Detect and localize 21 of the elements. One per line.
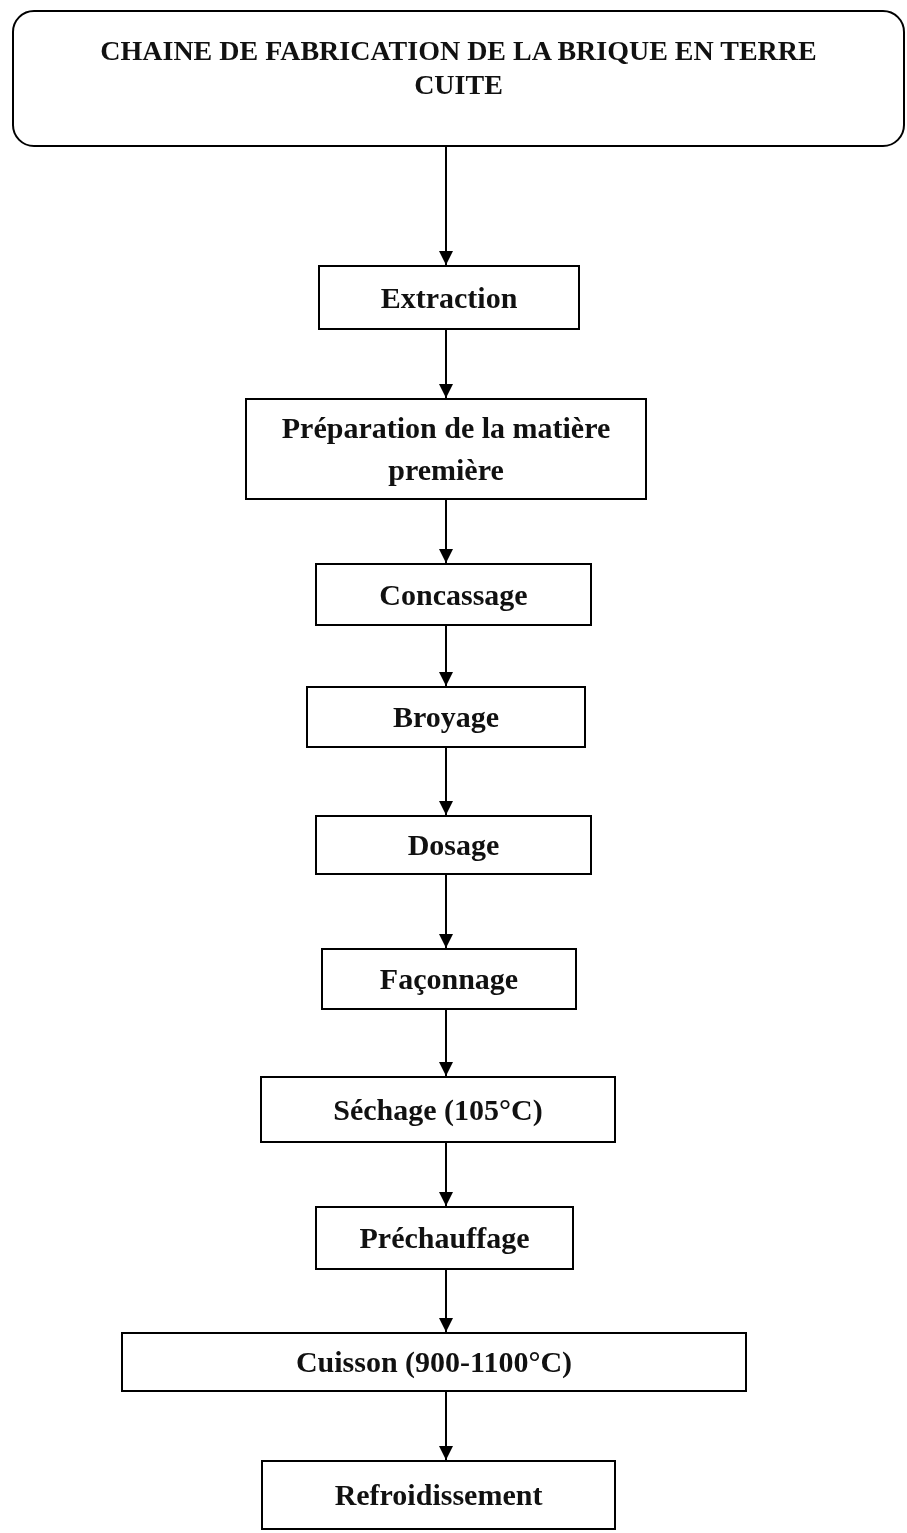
process-box: Préchauffage bbox=[315, 1206, 574, 1270]
arrow bbox=[439, 1009, 453, 1077]
process-box: Concassage bbox=[315, 563, 592, 626]
arrow bbox=[439, 329, 453, 399]
process-box: Extraction bbox=[318, 265, 580, 330]
arrow bbox=[439, 1142, 453, 1207]
process-box: Préparation de la matière première bbox=[245, 398, 647, 500]
arrow bbox=[439, 874, 453, 949]
arrow bbox=[439, 747, 453, 816]
process-box: Broyage bbox=[306, 686, 586, 748]
arrow bbox=[439, 499, 453, 564]
arrow bbox=[439, 146, 453, 266]
process-box: Façonnage bbox=[321, 948, 577, 1010]
process-box: Refroidissement bbox=[261, 1460, 616, 1530]
arrow bbox=[439, 1269, 453, 1333]
process-box: Cuisson (900-1100°C) bbox=[121, 1332, 747, 1392]
process-box: Séchage (105°C) bbox=[260, 1076, 616, 1143]
arrow bbox=[439, 1391, 453, 1461]
title-box: CHAINE DE FABRICATION DE LA BRIQUE EN TERRE CUITE bbox=[12, 10, 905, 147]
arrow bbox=[439, 625, 453, 687]
process-box: Dosage bbox=[315, 815, 592, 875]
